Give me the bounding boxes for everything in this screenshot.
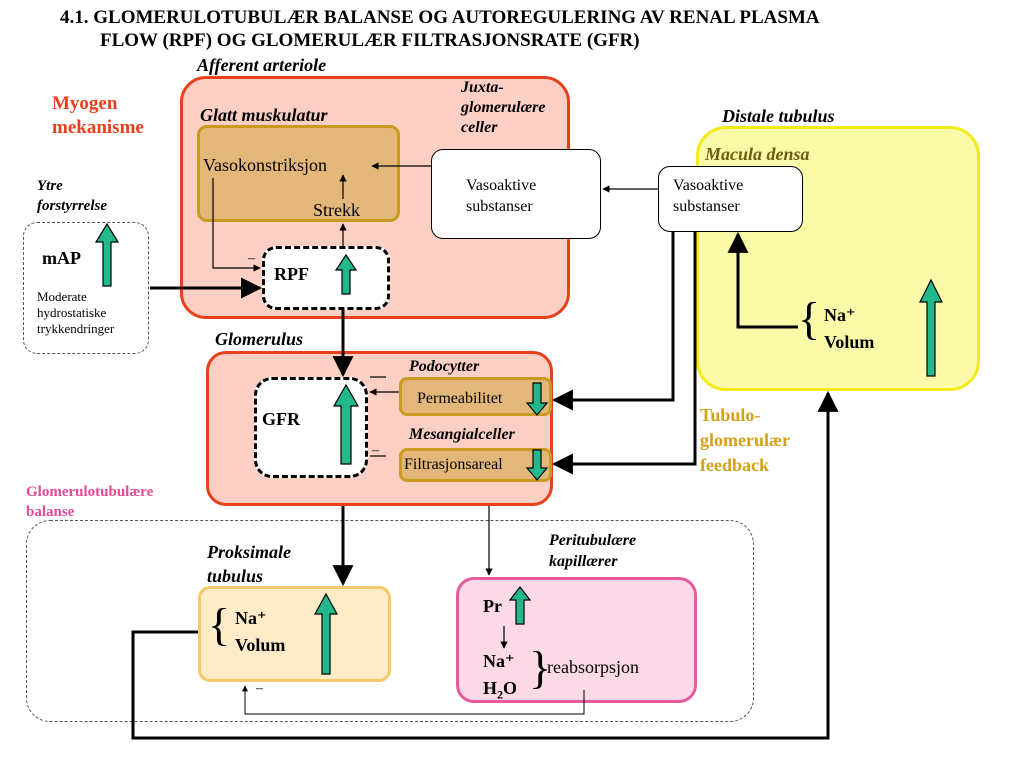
rpf-text: RPF (274, 264, 309, 284)
proximal-tubule-box (198, 586, 391, 682)
myogenic-mechanism-label: Myogen mekanisme (52, 93, 144, 138)
up-arrow-gfr (332, 383, 360, 465)
vasoactive-md-text: Vasoaktive substanser (673, 177, 744, 215)
down-arrow-permeability (525, 382, 549, 416)
proximal-volume-text: Volum (235, 635, 286, 655)
page-title: 4.1. GLOMERULOTUBULÆR BALANSE OG AUTOREG… (60, 6, 1020, 52)
proximal-na-text: Na⁺ (235, 608, 267, 628)
external-disturbance-label: Ytre forstyrrelse (37, 178, 107, 214)
title-line-2: FLOW (RPF) OG GLOMERULÆR FILTRASJONSRATE… (100, 30, 640, 51)
vasoactive-jg-box (431, 149, 601, 239)
vasoactive-md-box (658, 166, 803, 232)
vasoconstriction-text: Vasokonstriksjon (203, 155, 328, 175)
filtration-area-text: Filtrasjonsareal (404, 456, 503, 473)
minus-sign-gfr: – (372, 443, 379, 458)
moderate-pressure-text: Moderate hydrostatiske trykkendringer (37, 289, 115, 336)
peritubular-capillaries-box (456, 577, 697, 703)
arrow-md-to-permeability (551, 232, 675, 411)
smooth-muscle-box (197, 125, 400, 222)
h2o-subscript: 2 (497, 687, 504, 702)
map-text: mAP (42, 248, 81, 268)
podocytes-label: Podocytter (409, 358, 480, 375)
up-arrow-proximal (313, 592, 339, 675)
up-arrow-map (94, 222, 120, 287)
proximal-brace: { (208, 599, 231, 650)
vasoactive-jg-text: Vasoaktive substanser (466, 177, 537, 215)
proximal-tubule-label: Proksimale tubulus (207, 542, 291, 586)
gfr-text: GFR (262, 409, 300, 429)
ptc-na-text: Na⁺ (483, 651, 515, 671)
minus-sign-proximal: – (256, 681, 263, 696)
title-line-1: 4.1. GLOMERULOTUBULÆR BALANSE OG AUTOREG… (60, 7, 820, 28)
macula-densa-label: Macula densa (705, 144, 810, 164)
strekk-text: Strekk (313, 200, 360, 220)
arrow-na-to-vasoactive (727, 231, 798, 329)
permeability-box (399, 377, 552, 416)
peritubular-capillaries-label: Peritubulære kapillærer (549, 532, 637, 570)
arrow-md-to-filtration (551, 232, 697, 475)
arrow-reabsorption-to-proximal (242, 685, 585, 715)
mesangial-cells-label: Mesangialceller (409, 426, 515, 443)
up-arrow-rpf (334, 253, 358, 295)
minus-sign-rpf: – (248, 251, 255, 266)
distal-volume-text: Volum (824, 332, 875, 352)
juxtaglomerular-cells-label: Juxta- glomerulære celler (461, 79, 546, 136)
arrow-proximal-to-distal (131, 390, 839, 740)
reabsorption-text: reabsorpsjon (547, 657, 639, 677)
distal-brace: { (798, 293, 821, 344)
up-arrow-distal (919, 278, 943, 377)
glomerulus-label: Glomerulus (215, 329, 304, 349)
external-disturbance-box (23, 222, 149, 354)
tubuloglomerular-feedback-label: Tubulo- glomerulær feedback (700, 405, 790, 475)
distal-na-text: Na⁺ (824, 305, 856, 325)
afferent-arteriole-label: Afferent arteriole (197, 55, 327, 75)
distal-tubule-label: Distale tubulus (722, 106, 835, 126)
down-arrow-filtration (525, 449, 549, 481)
ptc-brace: } (529, 642, 552, 693)
glomerulotubular-balance-label: Glomerulotubulære balanse (26, 484, 154, 520)
h2o-text: H2O (483, 678, 517, 703)
glomerulotubular-balance-region (26, 520, 754, 722)
up-arrow-pr (508, 586, 532, 625)
h2o-o: O (503, 678, 518, 698)
rpf-box (262, 246, 390, 310)
smooth-muscle-label: Glatt muskulatur (200, 105, 328, 125)
arrow-vasoconstriction-to-rpf (212, 178, 261, 272)
pr-text: Pr (483, 596, 502, 616)
filtration-area-box (399, 448, 552, 482)
permeability-text: Permeabilitet (417, 390, 503, 407)
h2o-h: H (483, 678, 498, 698)
